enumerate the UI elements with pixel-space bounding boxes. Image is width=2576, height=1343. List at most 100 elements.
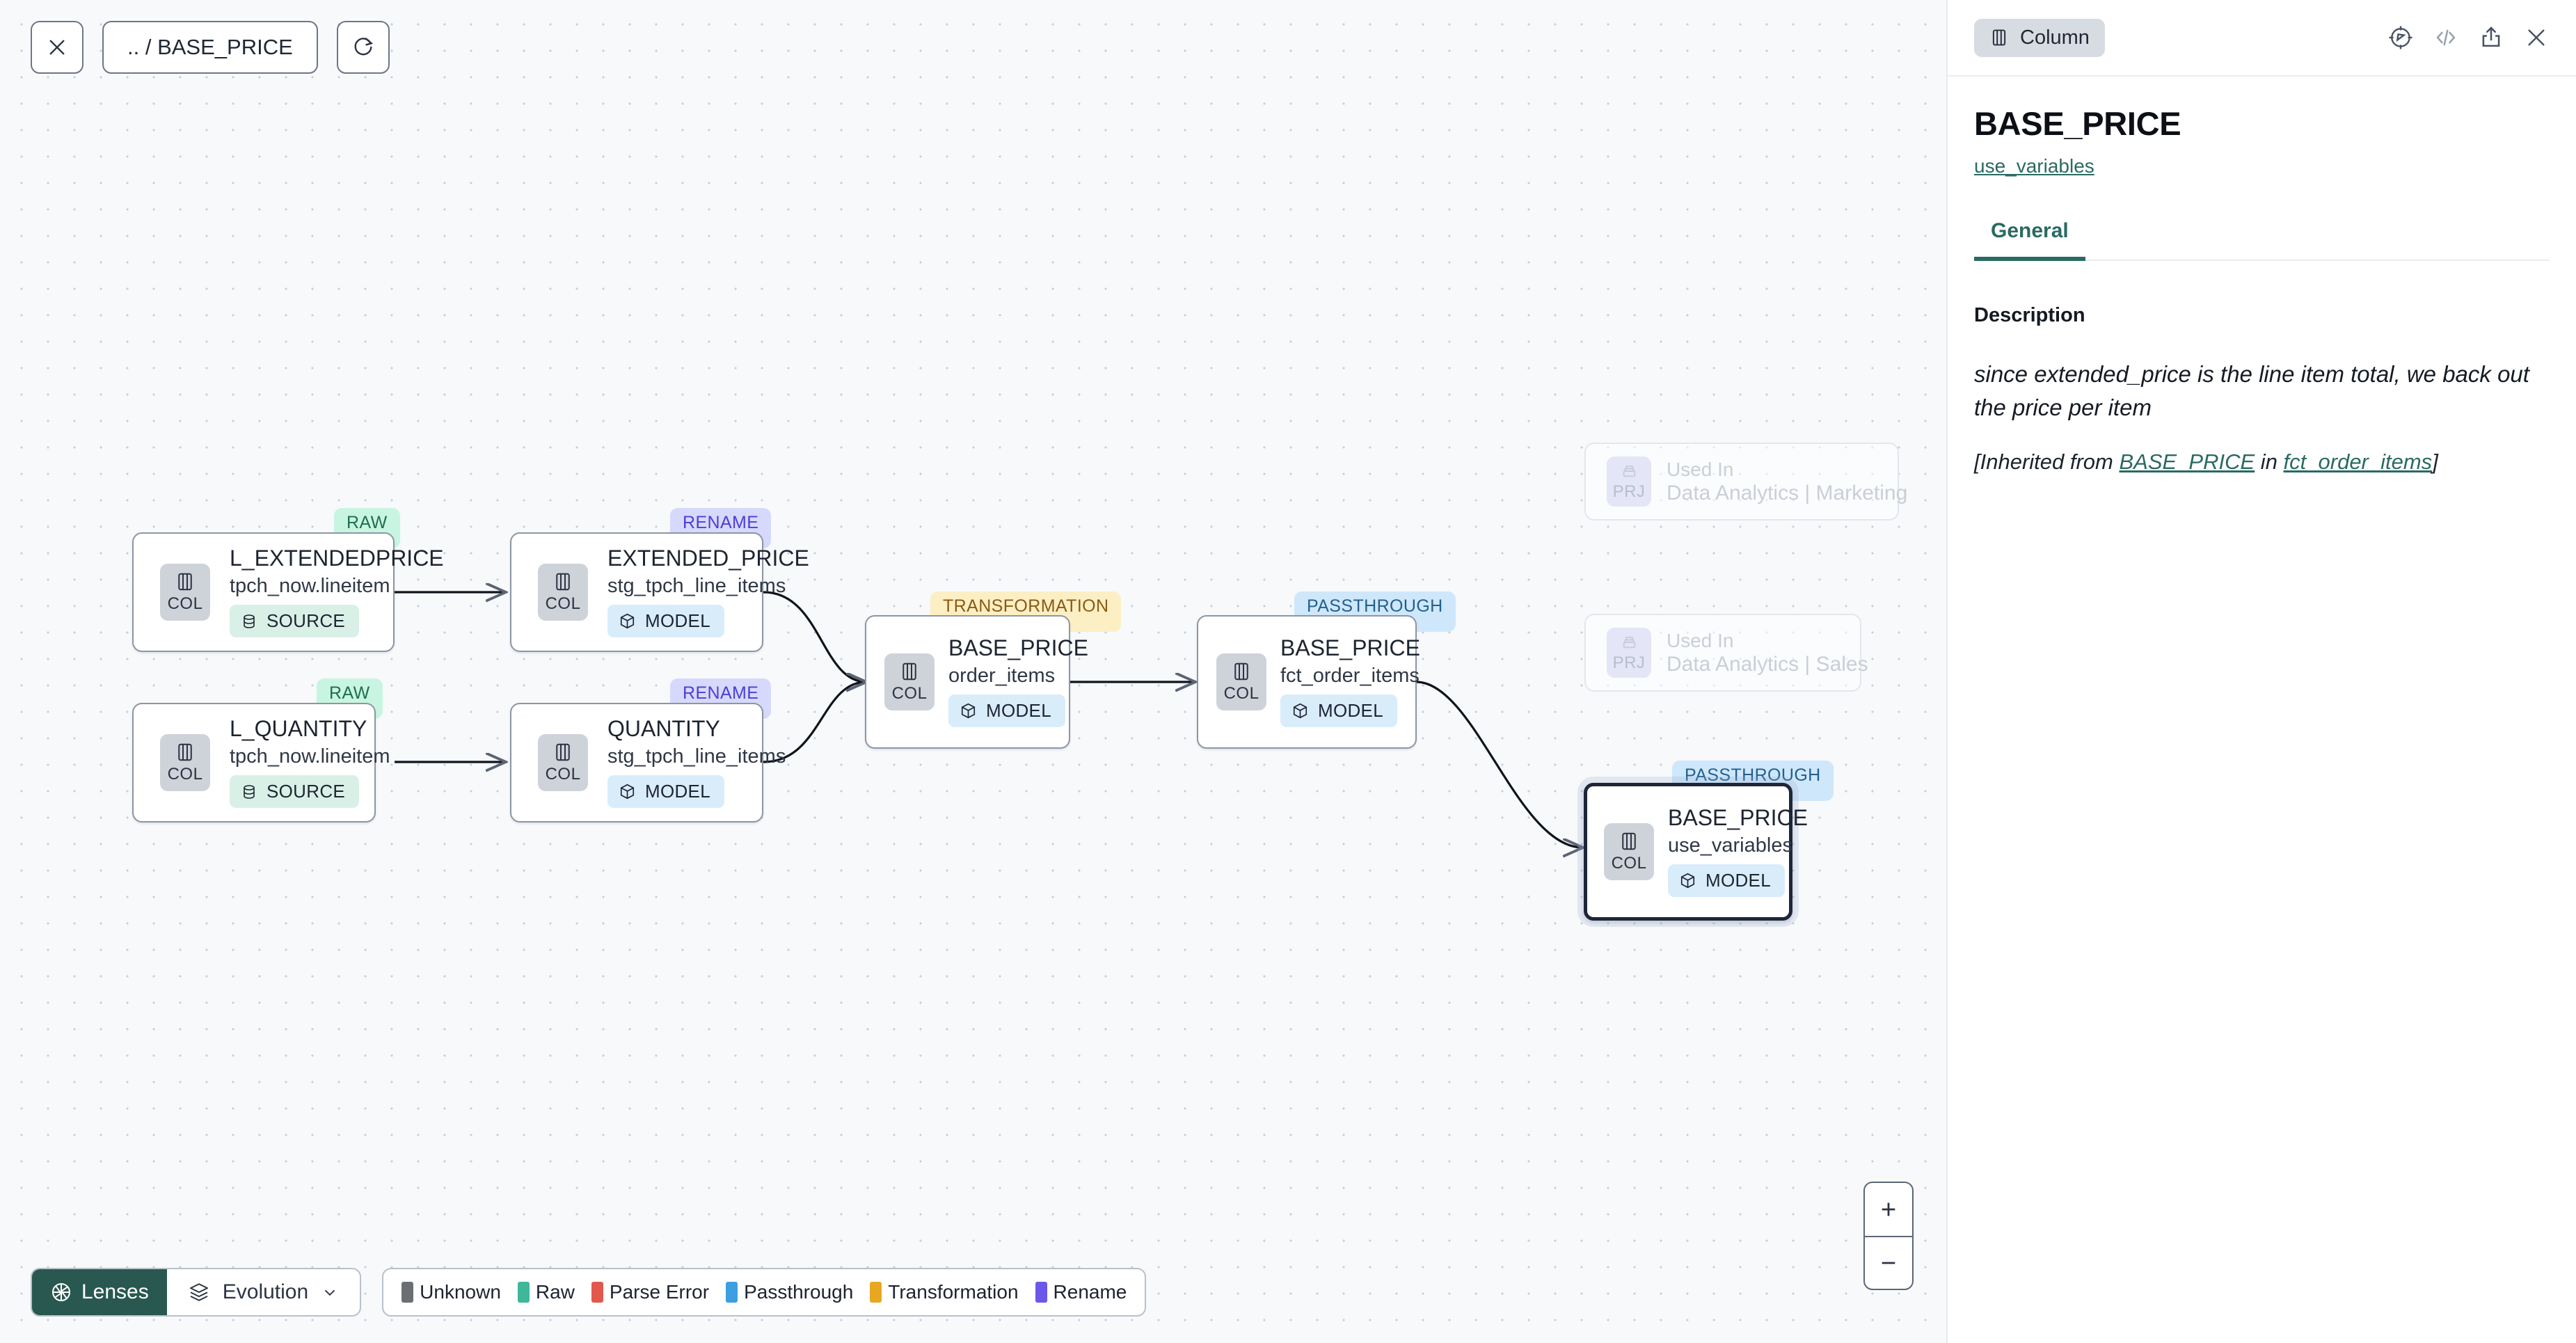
- legend-item[interactable]: Rename: [1035, 1281, 1127, 1303]
- aperture-icon: [52, 1283, 70, 1301]
- node-title: BASE_PRICE: [1668, 804, 1808, 830]
- tab-general[interactable]: General: [1974, 219, 2085, 261]
- graph-node-used-in-sales[interactable]: PRJ Used In Data Analytics | Sales: [1584, 614, 1868, 692]
- graph-node-extended-price[interactable]: COL EXTENDED_PRICE stg_tpch_line_items M…: [510, 532, 809, 652]
- legend-swatch: [726, 1282, 738, 1303]
- share-icon[interactable]: [2478, 24, 2504, 51]
- parent-model-link[interactable]: use_variables: [1974, 155, 2094, 177]
- zoom-out-button[interactable]: [1865, 1236, 1912, 1289]
- graph-node-l-extendedprice[interactable]: COL L_EXTENDEDPRICE tpch_now.lineitem SO…: [132, 532, 444, 652]
- node-title: Used In: [1667, 458, 1734, 480]
- graph-node-order-items[interactable]: COL BASE_PRICE order_items MODEL: [865, 615, 1088, 749]
- lenses-group: Lenses Evolution: [31, 1268, 362, 1317]
- legend-item[interactable]: Unknown: [401, 1281, 501, 1303]
- database-icon: [244, 614, 255, 628]
- node-kind-label: MODEL: [645, 781, 710, 802]
- node-subtitle: tpch_now.lineitem: [230, 574, 390, 597]
- node-kind-label: MODEL: [1318, 700, 1383, 722]
- col-chip: COL: [884, 653, 935, 710]
- evolution-dropdown[interactable]: Evolution: [167, 1269, 360, 1315]
- col-chip-label: COL: [1611, 853, 1647, 873]
- col-chip: COL: [1216, 653, 1266, 710]
- lenses-label: Lenses: [81, 1280, 149, 1303]
- entity-type-label: Column: [2020, 26, 2090, 49]
- legend-item[interactable]: Parse Error: [591, 1281, 709, 1303]
- legend-item[interactable]: Transformation: [870, 1281, 1019, 1303]
- prj-chip-label: PRJ: [1612, 653, 1646, 672]
- inherited-model-link[interactable]: fct_order_items: [2283, 449, 2433, 474]
- evolution-label: Evolution: [222, 1280, 309, 1303]
- legend-swatch: [517, 1282, 530, 1303]
- legend-label: Rename: [1053, 1281, 1127, 1303]
- legend-item[interactable]: Passthrough: [726, 1281, 853, 1303]
- node-subtitle: fct_order_items: [1280, 664, 1420, 687]
- node-tab-passthrough-2: PASSTHROUGH: [1672, 761, 1834, 801]
- node-kind-badge: MODEL: [607, 775, 724, 809]
- node-title: L_EXTENDEDPRICE: [230, 545, 444, 571]
- inherited-middle: in: [2255, 449, 2284, 474]
- node-body: BASE_PRICE order_items MODEL: [948, 636, 1088, 728]
- status-legend: Unknown Raw Parse Error Passthrough Tran…: [382, 1268, 1147, 1317]
- legend-label: Parse Error: [609, 1281, 710, 1303]
- zoom-controls: [1863, 1182, 1914, 1290]
- project-icon: [1623, 637, 1635, 649]
- prj-chip: PRJ: [1607, 456, 1651, 507]
- graph-node-fct-order-items[interactable]: COL BASE_PRICE fct_order_items MODEL: [1197, 615, 1420, 749]
- close-icon[interactable]: [2523, 24, 2550, 51]
- node-title: BASE_PRICE: [1280, 635, 1420, 660]
- cube-icon: [620, 784, 635, 800]
- node-body: L_QUANTITY tpch_now.lineitem SOURCE: [230, 717, 390, 809]
- col-chip-label: COL: [545, 764, 581, 784]
- legend-item[interactable]: Raw: [517, 1281, 575, 1303]
- canvas-top-toolbar: .. / BASE_PRICE: [31, 21, 390, 74]
- node-title: EXTENDED_PRICE: [607, 545, 809, 571]
- inherited-column-link[interactable]: BASE_PRICE: [2119, 449, 2255, 474]
- legend-label: Raw: [535, 1281, 575, 1303]
- node-title: QUANTITY: [607, 715, 720, 741]
- compass-icon[interactable]: [2387, 24, 2414, 51]
- close-button[interactable]: [31, 21, 84, 74]
- breadcrumb: .. / BASE_PRICE: [127, 35, 293, 59]
- lenses-button[interactable]: Lenses: [32, 1269, 167, 1315]
- zoom-in-button[interactable]: [1865, 1183, 1912, 1236]
- graph-node-used-in-marketing[interactable]: PRJ Used In Data Analytics | Marketing: [1584, 443, 1907, 520]
- node-body: QUANTITY stg_tpch_line_items MODEL: [607, 715, 786, 809]
- refresh-button[interactable]: [336, 21, 390, 74]
- inherited-note: [Inherited from BASE_PRICE in fct_order_…: [1974, 450, 2550, 475]
- node-body: Used In Data Analytics | Sales: [1667, 630, 1868, 676]
- node-kind-badge: MODEL: [948, 694, 1065, 728]
- panel-body: BASE_PRICE use_variables General Descrip…: [1948, 77, 2576, 475]
- node-kind-label: MODEL: [1706, 870, 1771, 891]
- inherited-suffix: ]: [2432, 449, 2438, 474]
- node-body: BASE_PRICE fct_order_items MODEL: [1280, 635, 1420, 728]
- graph-node-l-quantity[interactable]: COL L_QUANTITY tpch_now.lineitem SOURCE: [132, 703, 390, 823]
- panel-header: Column: [1948, 0, 2576, 77]
- node-kind-label: SOURCE: [267, 781, 346, 802]
- graph-node-use-variables[interactable]: COL BASE_PRICE use_variables MODEL: [1584, 783, 1808, 921]
- panel-header-actions: [2387, 24, 2550, 51]
- node-subtitle: use_variables: [1668, 834, 1792, 857]
- node-kind-badge: SOURCE: [230, 775, 360, 809]
- legend-label: Transformation: [888, 1281, 1019, 1303]
- legend-swatch: [870, 1282, 882, 1303]
- node-kind-badge: MODEL: [1280, 694, 1397, 728]
- breadcrumb-button[interactable]: .. / BASE_PRICE: [102, 21, 318, 74]
- lineage-canvas[interactable]: RAW COL L_EXTENDEDPRICE tpch_now.lineite…: [0, 0, 1946, 1343]
- details-panel: Column: [1946, 0, 2576, 1343]
- node-kind-badge: SOURCE: [230, 605, 360, 638]
- legend-swatch: [401, 1282, 414, 1303]
- code-icon[interactable]: [2433, 24, 2459, 51]
- col-chip: COL: [1604, 823, 1654, 880]
- node-title: Used In: [1667, 629, 1734, 651]
- page-title: BASE_PRICE: [1974, 105, 2181, 142]
- node-kind-label: SOURCE: [267, 610, 346, 632]
- col-chip-label: COL: [167, 764, 203, 784]
- inherited-prefix: [Inherited from: [1974, 449, 2120, 474]
- node-subtitle: Data Analytics | Sales: [1667, 652, 1868, 676]
- graph-node-quantity[interactable]: COL QUANTITY stg_tpch_line_items MODEL: [510, 703, 786, 823]
- database-icon: [244, 784, 255, 799]
- legend-label: Unknown: [420, 1281, 501, 1303]
- entity-type-pill[interactable]: Column: [1974, 18, 2105, 57]
- legend-label: Passthrough: [744, 1281, 854, 1303]
